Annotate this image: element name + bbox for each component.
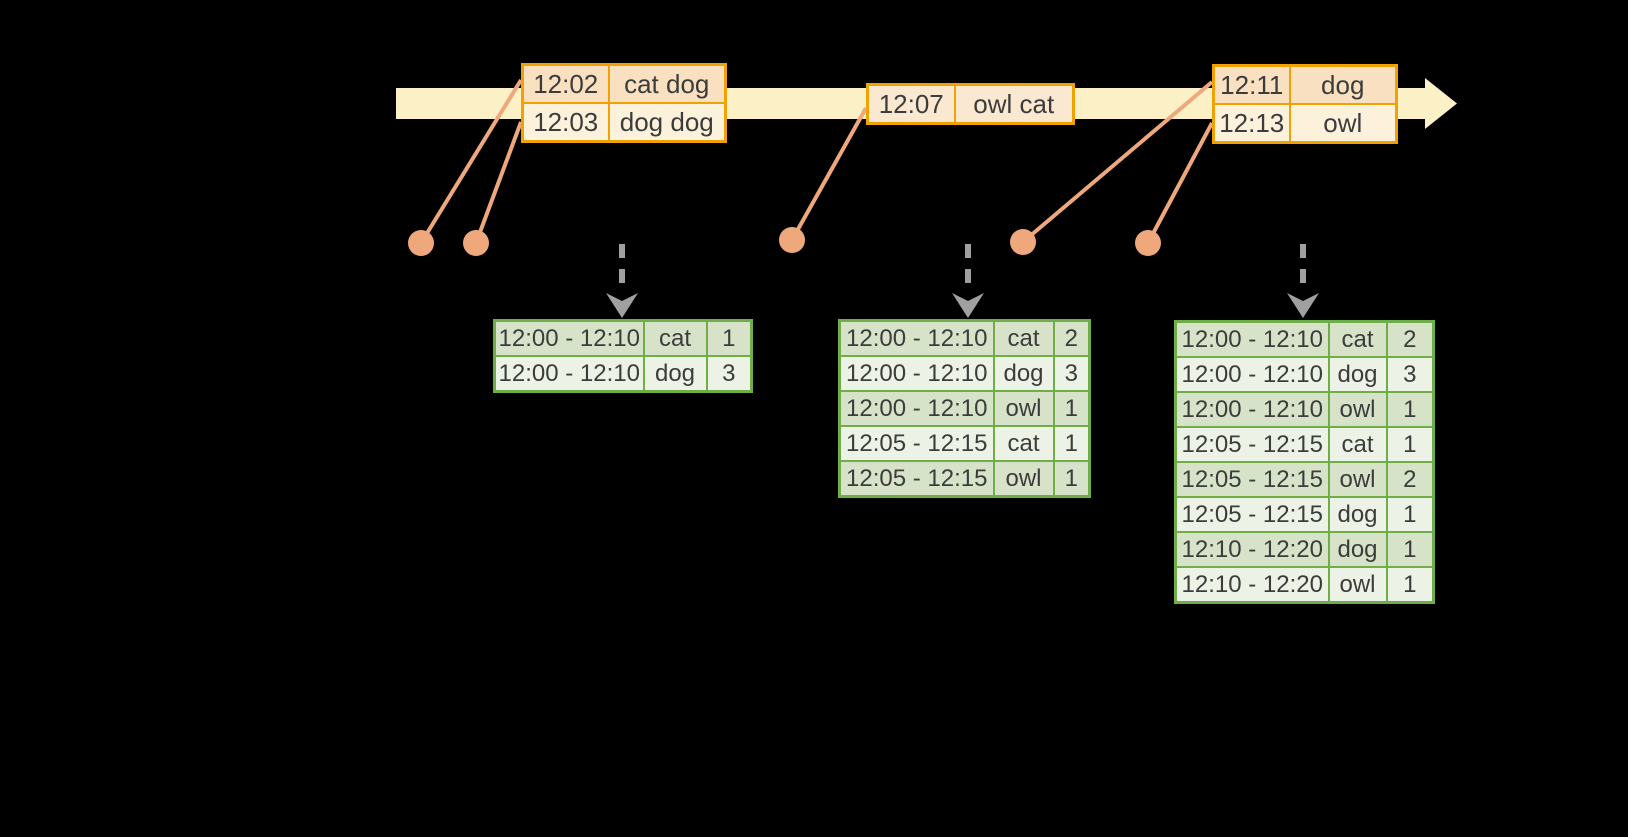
word-cell: cat: [1327, 320, 1388, 358]
count-cell: 2: [1385, 461, 1435, 498]
event-dot-marker: [408, 230, 434, 256]
event-table: 12:02 cat dog 12:03 dog dog: [521, 63, 727, 143]
word-cell: owl: [1327, 566, 1388, 604]
window-cell: 12:05 - 12:15: [838, 460, 995, 498]
word-cell: cat: [992, 425, 1055, 462]
result-row: 12:00 - 12:10 owl 1: [1174, 391, 1435, 428]
count-cell: 3: [1385, 356, 1435, 393]
count-cell: 1: [1052, 390, 1091, 427]
word-cell: owl: [1327, 461, 1388, 498]
event-words-cell: dog dog: [607, 102, 727, 143]
count-cell: 1: [1385, 531, 1435, 568]
window-cell: 12:00 - 12:10: [493, 319, 645, 357]
count-cell: 2: [1052, 319, 1091, 357]
timeline-arrowhead-icon: [1425, 78, 1457, 129]
event-connector-line: [474, 121, 523, 244]
word-cell: cat: [992, 319, 1055, 357]
window-cell: 12:00 - 12:10: [838, 390, 995, 427]
event-time-cell: 12:11: [1212, 64, 1291, 105]
word-cell: dog: [1327, 531, 1388, 568]
event-connector-line: [419, 78, 523, 245]
window-cell: 12:00 - 12:10: [493, 355, 645, 393]
window-cell: 12:10 - 12:20: [1174, 566, 1330, 604]
event-dot-marker: [779, 227, 805, 253]
event-time-cell: 12:13: [1212, 103, 1291, 144]
count-cell: 1: [1385, 496, 1435, 533]
window-cell: 12:00 - 12:10: [1174, 356, 1330, 393]
event-words-cell: owl: [1288, 103, 1398, 144]
result-row: 12:00 - 12:10 cat 2: [1174, 320, 1435, 358]
word-cell: dog: [1327, 496, 1388, 533]
event-time-cell: 12:02: [521, 63, 610, 104]
event-words-cell: owl cat: [953, 83, 1075, 125]
word-cell: owl: [1327, 391, 1388, 428]
window-cell: 12:00 - 12:10: [838, 319, 995, 357]
result-row: 12:05 - 12:15 cat 1: [1174, 426, 1435, 463]
event-connector-line: [790, 107, 868, 241]
window-cell: 12:05 - 12:15: [838, 425, 995, 462]
arrowhead-icon: [1287, 293, 1319, 318]
word-cell: dog: [1327, 356, 1388, 393]
window-cell: 12:05 - 12:15: [1174, 461, 1330, 498]
result-row: 12:05 - 12:15 owl 2: [1174, 461, 1435, 498]
word-cell: cat: [642, 319, 708, 357]
trigger-arrow: [606, 244, 638, 318]
event-row: 12:02 cat dog: [521, 63, 727, 104]
event-connector-line: [1146, 122, 1214, 244]
result-table: 12:00 - 12:10 cat 1 12:00 - 12:10 dog 3: [493, 319, 753, 393]
result-row: 12:00 - 12:10 dog 3: [1174, 356, 1435, 393]
word-cell: cat: [1327, 426, 1388, 463]
result-row: 12:05 - 12:15 dog 1: [1174, 496, 1435, 533]
event-time-cell: 12:07: [866, 83, 956, 125]
trigger-arrow: [952, 244, 984, 318]
event-time-cell: 12:03: [521, 102, 610, 143]
event-dot-marker: [463, 230, 489, 256]
count-cell: 2: [1385, 320, 1435, 358]
count-cell: 1: [1052, 460, 1091, 498]
event-row: 12:07 owl cat: [866, 83, 1075, 125]
event-row: 12:13 owl: [1212, 103, 1398, 144]
arrowhead-icon: [952, 293, 984, 318]
count-cell: 1: [1385, 566, 1435, 604]
window-cell: 12:00 - 12:10: [838, 355, 995, 392]
count-cell: 3: [705, 355, 753, 393]
window-cell: 12:00 - 12:10: [1174, 391, 1330, 428]
result-row: 12:00 - 12:10 cat 2: [838, 319, 1091, 357]
count-cell: 1: [1052, 425, 1091, 462]
result-row: 12:05 - 12:15 owl 1: [838, 460, 1091, 498]
result-row: 12:00 - 12:10 cat 1: [493, 319, 753, 357]
result-row: 12:00 - 12:10 dog 3: [838, 355, 1091, 392]
event-table: 12:07 owl cat: [866, 83, 1075, 125]
event-words-cell: cat dog: [607, 63, 727, 104]
word-cell: owl: [992, 460, 1055, 498]
word-cell: owl: [992, 390, 1055, 427]
event-words-cell: dog: [1288, 64, 1398, 105]
event-table: 12:11 dog 12:13 owl: [1212, 64, 1398, 144]
event-row: 12:03 dog dog: [521, 102, 727, 143]
window-cell: 12:00 - 12:10: [1174, 320, 1330, 358]
arrowhead-icon: [606, 293, 638, 318]
trigger-arrow: [1287, 244, 1319, 318]
result-row: 12:10 - 12:20 dog 1: [1174, 531, 1435, 568]
word-cell: dog: [642, 355, 708, 393]
count-cell: 3: [1052, 355, 1091, 392]
event-row: 12:11 dog: [1212, 64, 1398, 105]
count-cell: 1: [705, 319, 753, 357]
event-connector-line: [1021, 80, 1214, 244]
result-table: 12:00 - 12:10 cat 2 12:00 - 12:10 dog 3 …: [1174, 320, 1435, 604]
window-cell: 12:10 - 12:20: [1174, 531, 1330, 568]
event-dot-marker: [1135, 230, 1161, 256]
result-row: 12:00 - 12:10 owl 1: [838, 390, 1091, 427]
result-row: 12:10 - 12:20 owl 1: [1174, 566, 1435, 604]
result-row: 12:05 - 12:15 cat 1: [838, 425, 1091, 462]
window-cell: 12:05 - 12:15: [1174, 496, 1330, 533]
result-table: 12:00 - 12:10 cat 2 12:00 - 12:10 dog 3 …: [838, 319, 1091, 498]
count-cell: 1: [1385, 426, 1435, 463]
window-cell: 12:05 - 12:15: [1174, 426, 1330, 463]
event-dot-marker: [1010, 229, 1036, 255]
count-cell: 1: [1385, 391, 1435, 428]
result-row: 12:00 - 12:10 dog 3: [493, 355, 753, 393]
word-cell: dog: [992, 355, 1055, 392]
